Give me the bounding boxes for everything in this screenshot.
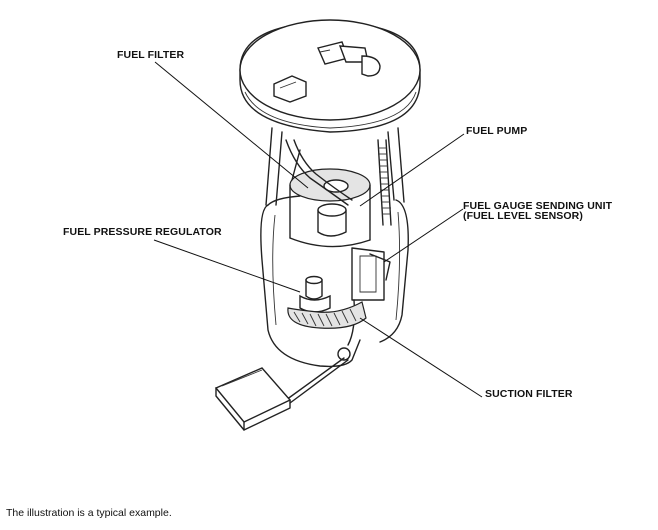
reservoir-housing	[260, 195, 409, 368]
support-rods	[265, 127, 405, 206]
leader-fuel-pump	[359, 133, 465, 207]
sending-unit	[337, 247, 391, 361]
pressure-regulator	[299, 275, 331, 313]
outlet-connector	[317, 41, 381, 77]
fuel-hoses	[285, 139, 353, 206]
leader-fuel-gauge	[383, 208, 464, 263]
float	[214, 367, 292, 431]
leader-pressure-regulator	[153, 239, 301, 293]
label-fuel-pressure-regulator: FUEL PRESSURE REGULATOR	[63, 226, 222, 238]
label-fuel-filter: FUEL FILTER	[117, 49, 185, 61]
electrical-connector	[273, 75, 307, 103]
illustration-note: The illustration is a typical example.	[6, 507, 172, 519]
leader-suction-filter	[359, 317, 483, 398]
label-suction-filter: SUCTION FILTER	[485, 388, 573, 400]
suction-filter	[287, 301, 367, 329]
leader-fuel-filter	[154, 61, 309, 189]
label-fuel-level-sensor: (FUEL LEVEL SENSOR)	[463, 210, 583, 222]
float-arm	[285, 357, 349, 404]
leader-lines	[153, 61, 483, 398]
top-flange	[239, 19, 421, 133]
pump-canister	[289, 168, 371, 248]
ribbed-rod	[377, 139, 392, 226]
label-fuel-pump: FUEL PUMP	[466, 125, 528, 137]
label-fuel-gauge-sending-unit: FUEL GAUGE SENDING UNIT	[463, 200, 613, 212]
